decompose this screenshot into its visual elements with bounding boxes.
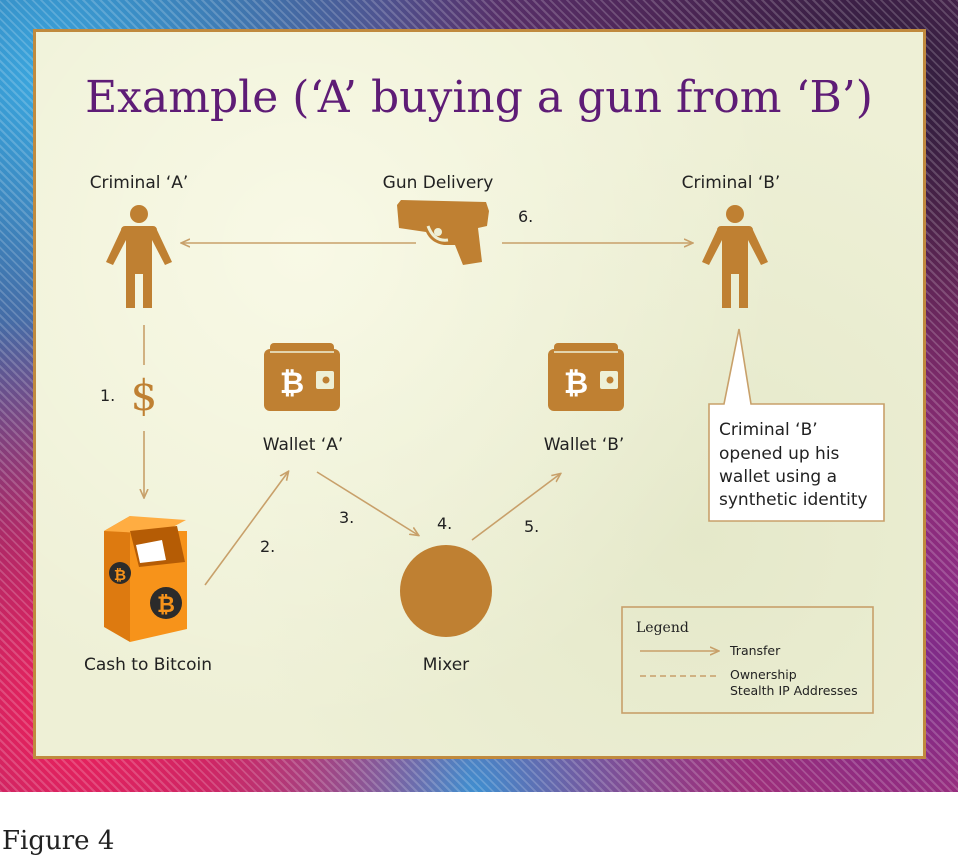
mixer-circle-icon bbox=[400, 545, 492, 637]
step-1: 1. bbox=[100, 386, 115, 405]
step-6: 6. bbox=[518, 207, 533, 226]
callout-box bbox=[708, 328, 885, 522]
diagram-panel bbox=[33, 29, 926, 759]
gun-icon bbox=[397, 200, 489, 265]
step-5: 5. bbox=[524, 517, 539, 536]
label-criminal-a: Criminal ‘A’ bbox=[90, 173, 189, 193]
criminal-a-person-icon bbox=[106, 205, 172, 308]
page-title: Example (‘A’ buying a gun from ‘B’) bbox=[85, 72, 873, 123]
legend-ownership-label: Ownership bbox=[730, 667, 797, 682]
label-cash-to-bitcoin: Cash to Bitcoin bbox=[84, 655, 212, 675]
atm-side-bitcoin-symbol: ₿ bbox=[114, 566, 126, 584]
figure-caption: Figure 4 bbox=[2, 826, 114, 856]
legend-stealth-label: Stealth IP Addresses bbox=[730, 683, 858, 698]
bitcoin-atm-icon: ₿ ₿ bbox=[104, 516, 187, 642]
label-wallet-a: Wallet ‘A’ bbox=[263, 435, 344, 455]
legend-box bbox=[621, 606, 874, 714]
arrow-wallet-a-to-mixer bbox=[316, 471, 418, 535]
step-2: 2. bbox=[260, 537, 275, 556]
criminal-b-person-icon bbox=[702, 205, 768, 308]
wallet-a-bitcoin-symbol: ₿ bbox=[280, 366, 304, 401]
atm-front-bitcoin-symbol: ₿ bbox=[157, 593, 175, 618]
wallet-b-bitcoin-wallet-icon: ₿ bbox=[548, 343, 624, 411]
label-criminal-b: Criminal ‘B’ bbox=[682, 173, 781, 193]
label-gun-delivery: Gun Delivery bbox=[383, 173, 494, 193]
legend-transfer-label: Transfer bbox=[729, 643, 781, 658]
callout-line-4: synthetic identity bbox=[719, 490, 868, 510]
wallet-a-bitcoin-wallet-icon: ₿ bbox=[264, 343, 340, 411]
arrow-mixer-to-wallet-b bbox=[471, 474, 560, 541]
legend-title: Legend bbox=[636, 620, 689, 636]
step-4: 4. bbox=[437, 514, 452, 533]
callout-line-2: opened up his bbox=[719, 444, 840, 464]
callout-line-3: wallet using a bbox=[719, 467, 837, 487]
legend: Legend Transfer Ownership Stealth IP Add… bbox=[621, 606, 874, 714]
dollar-sign-icon: $ bbox=[131, 371, 158, 420]
callout-line-1: Criminal ‘B’ bbox=[719, 420, 818, 440]
label-wallet-b: Wallet ‘B’ bbox=[544, 435, 625, 455]
arrow-atm-to-wallet-a bbox=[204, 472, 288, 586]
wallet-b-bitcoin-symbol: ₿ bbox=[564, 366, 588, 401]
step-3: 3. bbox=[339, 508, 354, 527]
label-mixer: Mixer bbox=[423, 655, 469, 675]
